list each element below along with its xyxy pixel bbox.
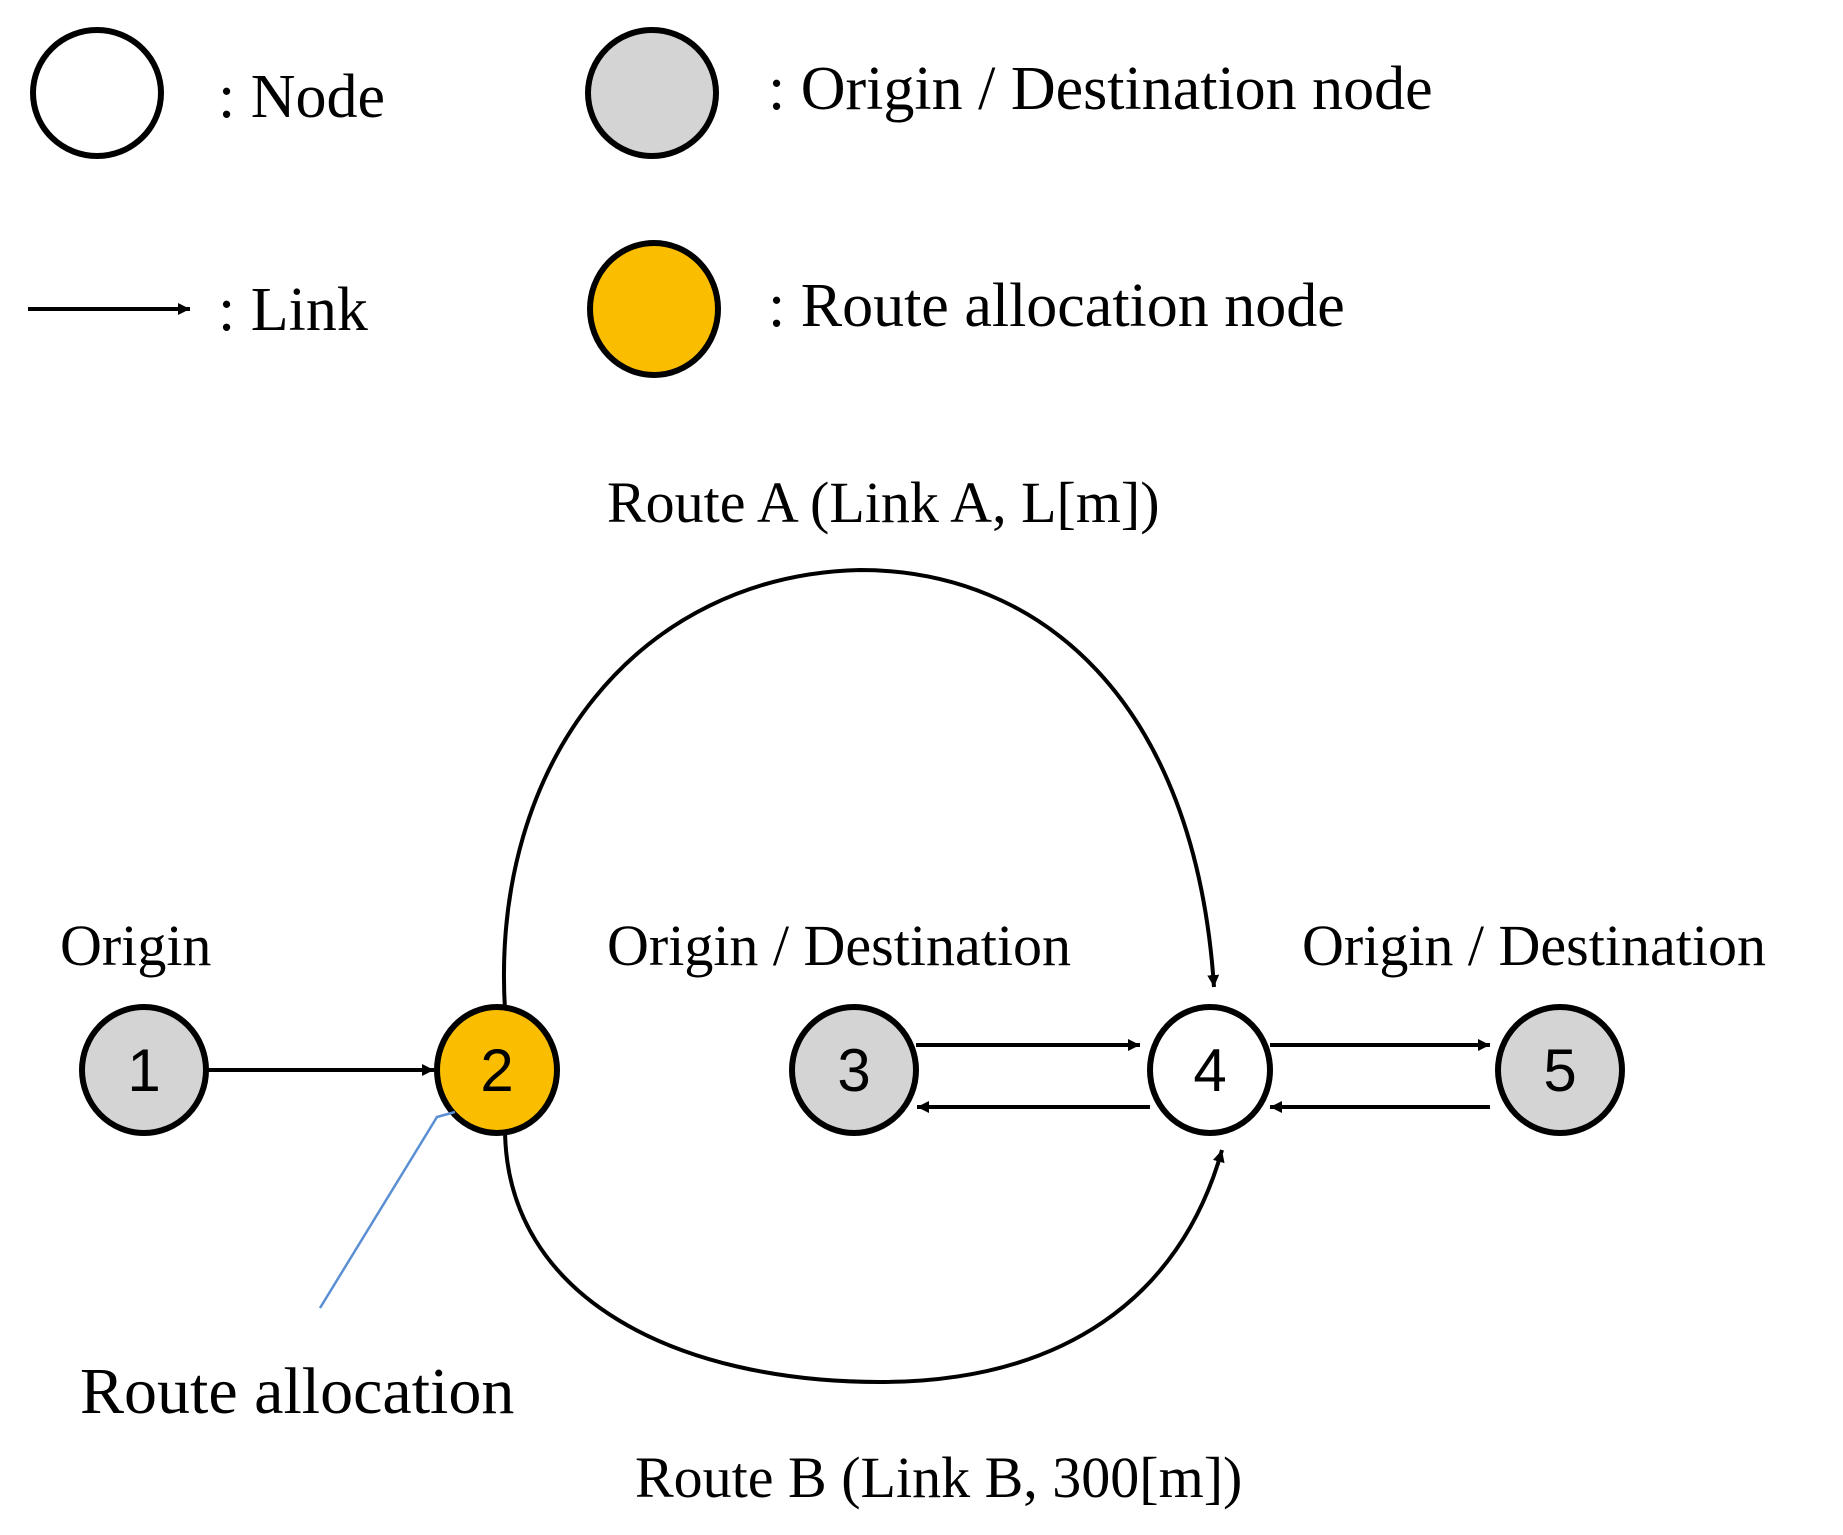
node-1-circle <box>79 1004 209 1136</box>
od-label-left: Origin / Destination <box>607 913 1071 978</box>
legend-route-allocation-node: : Route allocation node <box>587 240 1345 378</box>
route-a-link <box>502 567 1220 1011</box>
node-2-circle <box>434 1004 560 1136</box>
labels: Origin Origin / Destination Origin / Des… <box>60 470 1766 1510</box>
node-3-label: 3 <box>837 1037 870 1104</box>
node-4-label: 4 <box>1193 1037 1226 1104</box>
route-allocation-label: Route allocation <box>80 1355 514 1428</box>
node-2: 2 <box>434 1004 560 1136</box>
legend-node: : Node <box>30 27 385 159</box>
links <box>206 567 1490 1385</box>
od-label-right: Origin / Destination <box>1302 913 1766 978</box>
legend-od-node-symbol <box>585 27 719 159</box>
legend-od-node-label: : Origin / Destination node <box>768 55 1433 123</box>
route-a-label: Route A (Link A, L[m]) <box>607 470 1160 535</box>
node-3: 3 <box>789 1004 919 1136</box>
legend-node-label: : Node <box>218 63 385 131</box>
legend-link: : Link <box>28 276 368 344</box>
node-5-label: 5 <box>1543 1037 1576 1104</box>
nodes: 1 2 3 4 5 <box>79 1004 1625 1136</box>
legend-od-node: : Origin / Destination node <box>585 27 1433 159</box>
origin-label: Origin <box>60 913 211 978</box>
legend-link-label: : Link <box>218 276 368 344</box>
legend: : Node : Origin / Destination node : Lin… <box>28 27 1433 378</box>
legend-route-allocation-node-symbol <box>587 240 721 378</box>
legend-route-allocation-node-label: : Route allocation node <box>768 272 1345 340</box>
route-allocation-callout-line <box>318 1110 456 1309</box>
node-4: 4 <box>1147 1004 1273 1136</box>
legend-node-symbol <box>30 27 164 159</box>
node-3-circle <box>789 1004 919 1136</box>
node-1: 1 <box>79 1004 209 1136</box>
node-5: 5 <box>1495 1004 1625 1136</box>
node-4-circle <box>1147 1004 1273 1136</box>
node-2-label: 2 <box>480 1037 513 1104</box>
node-1-label: 1 <box>127 1037 160 1104</box>
node-5-circle <box>1495 1004 1625 1136</box>
route-b-link <box>503 1127 1225 1385</box>
route-b-label: Route B (Link B, 300[m]) <box>635 1445 1242 1510</box>
